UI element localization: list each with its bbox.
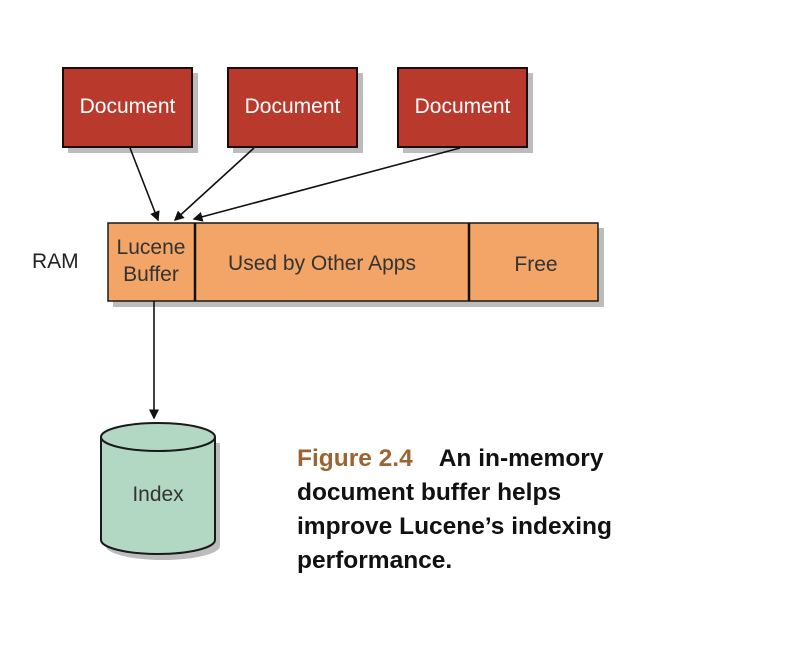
- caption-text-1: An in-memory: [438, 445, 604, 472]
- document-box-1: Document: [62, 67, 198, 153]
- arrow-doc3-to-buffer: [192, 147, 461, 222]
- document-box-2: Document: [227, 67, 363, 153]
- caption-line-1: Figure 2.4 An in-memory: [297, 442, 657, 476]
- document-label-3: Document: [415, 95, 511, 118]
- figure-number: Figure 2.4: [297, 445, 413, 472]
- other-apps-segment-label: Used by Other Apps: [228, 252, 416, 275]
- ram-bar: Lucene Buffer Used by Other Apps Free: [107, 222, 604, 307]
- lucene-buffer-label-line1: Lucene: [117, 236, 186, 259]
- ram-label: RAM: [32, 250, 79, 273]
- document-label-1: Document: [80, 95, 176, 118]
- figure-caption: Figure 2.4 An in-memory document buffer h…: [297, 442, 657, 578]
- lucene-buffer-label-line2: Buffer: [123, 263, 179, 286]
- free-segment-label: Free: [514, 253, 557, 276]
- lucene-buffer-segment: Lucene Buffer: [117, 236, 186, 286]
- index-cylinder: Index: [100, 422, 220, 560]
- arrow-doc1-to-buffer: [129, 147, 160, 222]
- document-box-3: Document: [397, 67, 533, 153]
- index-label: Index: [132, 483, 184, 506]
- arrow-doc2-to-buffer: [173, 147, 255, 222]
- caption-line-3: improve Lucene’s indexing: [297, 513, 612, 540]
- document-label-2: Document: [245, 95, 341, 118]
- caption-line-2: document buffer helps: [297, 479, 562, 506]
- caption-line-4: performance.: [297, 547, 453, 574]
